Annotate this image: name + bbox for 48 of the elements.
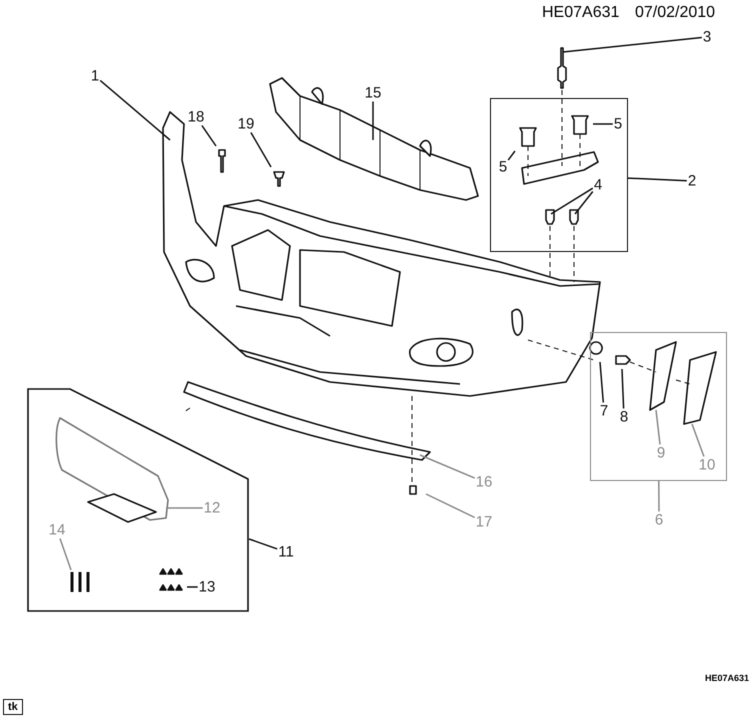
callout-number: 18	[188, 110, 204, 124]
callout-number: 7	[600, 404, 608, 418]
callout-number: 5	[614, 116, 622, 132]
callout-number: 10	[698, 458, 716, 472]
leader-line	[508, 150, 516, 161]
leader-line	[550, 188, 594, 215]
callout-number: 1	[90, 68, 100, 84]
leader-line	[562, 36, 702, 53]
callout-number: 13	[198, 580, 216, 594]
leader-line	[655, 410, 661, 445]
leader-line	[166, 507, 203, 509]
callout-number: 19	[238, 116, 254, 132]
date-text: 07/02/2010	[635, 4, 716, 22]
leader-line	[628, 177, 687, 182]
code-label: tk	[3, 699, 23, 716]
leader-line	[691, 424, 705, 457]
leader-line	[201, 125, 217, 146]
callout-number: 9	[656, 446, 666, 460]
group-frame	[27, 388, 249, 612]
leader-line	[100, 80, 170, 141]
callout-number: 15	[364, 86, 382, 100]
callout-number: 16	[476, 474, 492, 490]
callout-number: 3	[702, 30, 712, 44]
callout-number: 4	[594, 178, 602, 192]
callout-number: 12	[204, 500, 220, 516]
leader-line	[599, 362, 604, 403]
leader-line	[426, 493, 476, 518]
leader-line	[658, 481, 660, 512]
leader-line	[187, 586, 198, 588]
leader-line	[420, 454, 475, 479]
callout-number: 11	[278, 544, 294, 560]
group-frame	[590, 332, 727, 481]
drawing-number: HE07A631	[542, 4, 620, 22]
callout-number: 6	[654, 512, 664, 528]
leader-line	[621, 368, 624, 409]
leader-line	[59, 538, 72, 570]
leader-line	[248, 538, 278, 550]
group-frame	[490, 98, 628, 252]
callout-number: 17	[476, 514, 492, 530]
callout-number: 8	[620, 410, 628, 424]
leader-line	[593, 123, 613, 125]
callout-number: 5	[498, 160, 508, 174]
callout-number: 14	[48, 522, 66, 538]
callout-number: 2	[688, 174, 696, 188]
leader-line	[372, 102, 374, 140]
leader-line	[250, 132, 272, 168]
leader-line	[574, 191, 594, 214]
drawing-number: HE07A631	[705, 674, 750, 684]
